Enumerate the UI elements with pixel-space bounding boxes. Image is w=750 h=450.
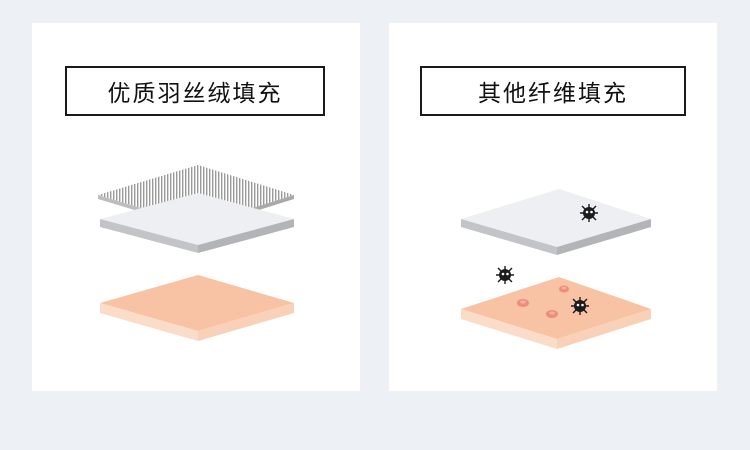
fabric-layer-icon: [100, 193, 294, 253]
panel-other-fiber: 其他纤维填充: [389, 23, 717, 391]
germ-icon: [580, 204, 598, 222]
fabric-layer-icon: [461, 189, 651, 255]
germ-icon: [571, 297, 589, 315]
panel-title-other-fiber: 其他纤维填充: [420, 66, 686, 116]
panel-premium-down: 优质羽丝绒填充: [32, 23, 360, 391]
germ-icon: [496, 266, 514, 284]
bump-icon: [559, 285, 569, 293]
bump-icon: [517, 299, 529, 307]
layers-illustration-premium: [98, 165, 294, 341]
bump-icon: [546, 310, 558, 318]
skin-layer-icon: [461, 277, 651, 349]
skin-layer-icon: [100, 275, 294, 341]
panel-title-premium-down: 优质羽丝绒填充: [65, 66, 325, 116]
layers-illustration-other: [461, 189, 651, 349]
